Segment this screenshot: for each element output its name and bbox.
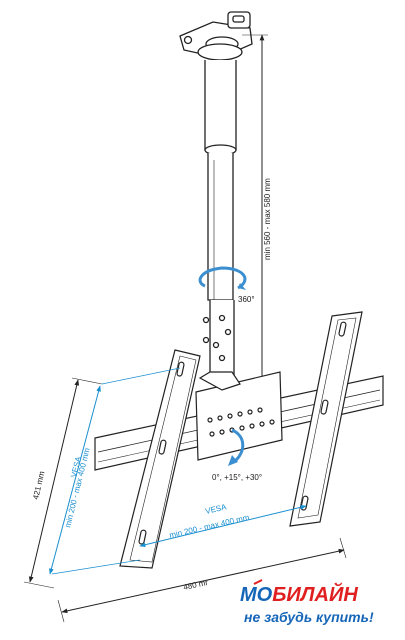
rotation-arrow-icon: [198, 266, 247, 290]
tilt-label: 0°, +15°, +30°: [212, 473, 262, 482]
height-range-label: min 560 - max 580 mm: [263, 178, 272, 260]
right-vertical-arm: [289, 311, 363, 527]
vesa-horizontal-range: min 200 - max 400 mm: [168, 513, 250, 540]
height-dimension: min 560 - max 580 mm: [242, 34, 272, 396]
logo-brand: МОБИЛАЙН: [240, 582, 358, 606]
tilt-arrow-icon: [228, 428, 245, 466]
width-total-label: 480 mr: [183, 578, 210, 592]
ceiling-plate: [179, 11, 253, 61]
bracket-plate: [195, 371, 283, 461]
mobilain-logo: МОБИЛАЙН не забудь купить!: [240, 579, 374, 625]
total-height-dimension: 421 mm: [23, 377, 103, 589]
logo-slogan: не забудь купить!: [244, 609, 374, 625]
vesa-horizontal-title: VESA: [204, 502, 227, 516]
rotation-label: 360°: [238, 295, 255, 304]
height-total-label: 421 mm: [31, 470, 46, 501]
pole: [202, 60, 237, 376]
